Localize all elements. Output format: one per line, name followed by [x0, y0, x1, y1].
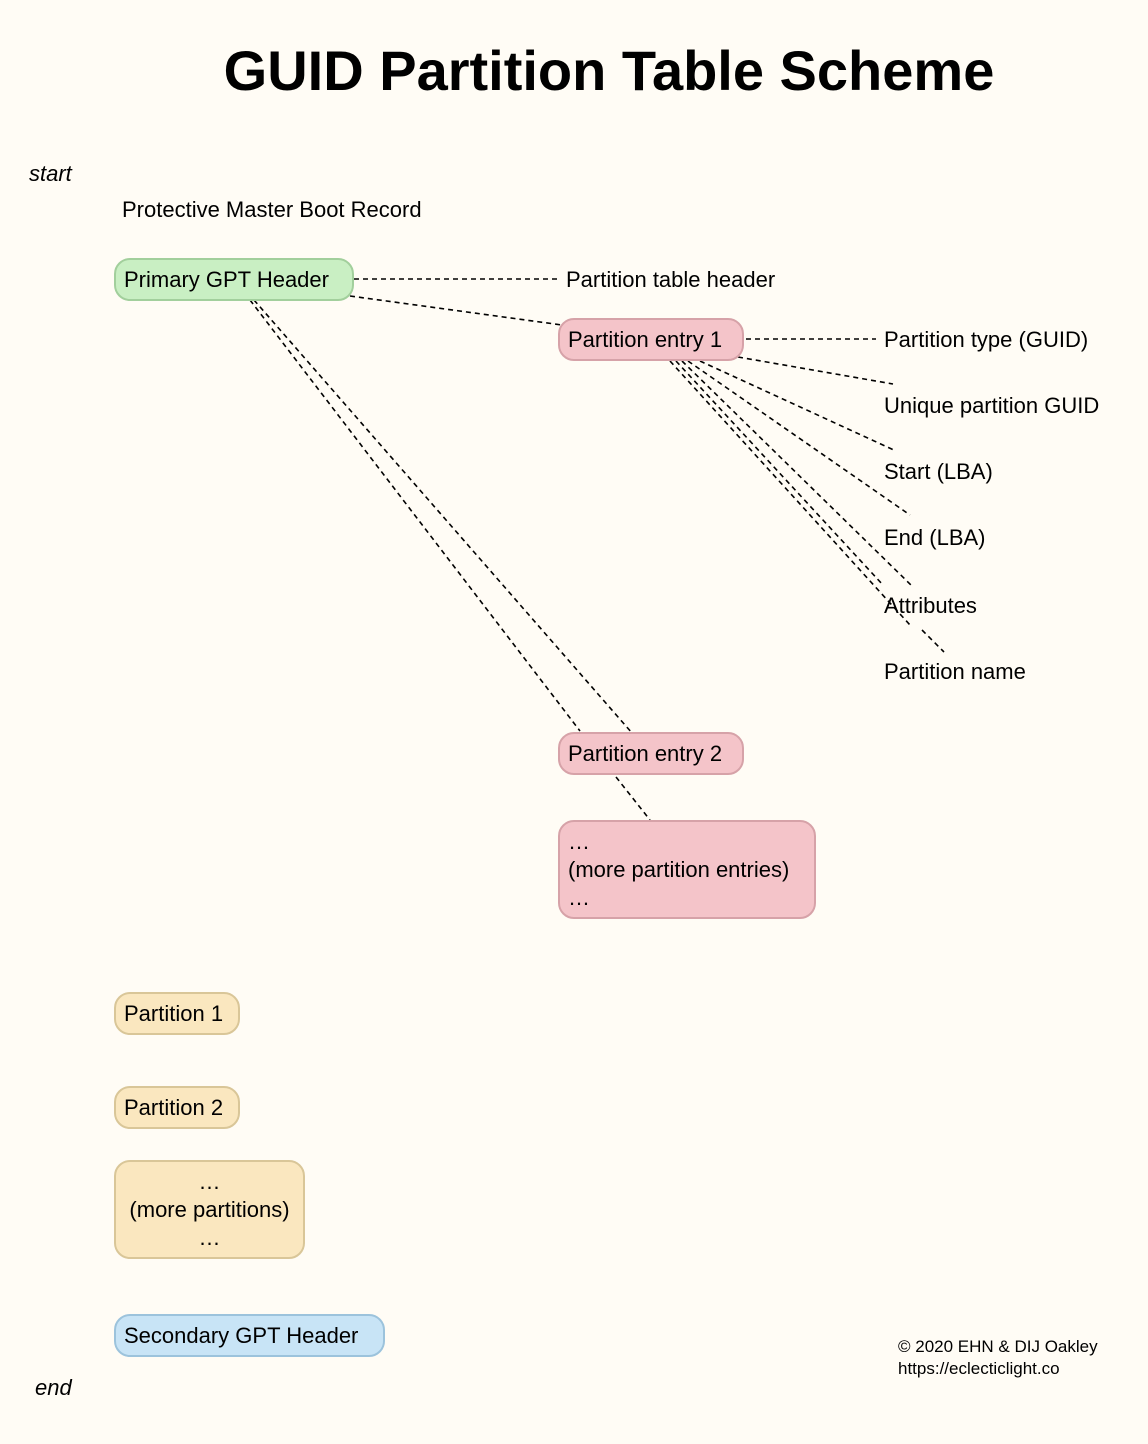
connector-entry1-to-unique-guid	[737, 356, 894, 385]
partition-2-label: Partition 2	[124, 1094, 224, 1120]
connector-entry1-to-attributes-a	[675, 360, 884, 586]
partition-table-header-label: Partition table header	[566, 267, 776, 292]
primary-gpt-header-box: Primary GPT Header	[114, 258, 354, 301]
field-partition-type: Partition type (GUID)	[884, 327, 1089, 352]
copyright-notice: © 2020 EHN & DIJ Oakley https://eclectic…	[898, 1336, 1098, 1380]
partition-entry-1-label: Partition entry 1	[568, 326, 723, 352]
protective-mbr-label: Protective Master Boot Record	[122, 197, 422, 222]
more-entries-ellipsis-bottom: …	[568, 884, 590, 910]
partition-entry-1-box: Partition entry 1	[558, 318, 744, 361]
partition-entry-2-box: Partition entry 2	[558, 732, 744, 775]
connector-entry1-to-attributes-b	[681, 360, 913, 587]
start-label: start	[29, 161, 72, 186]
connector-header-to-more-entries	[253, 299, 633, 734]
end-label: end	[35, 1375, 72, 1400]
more-partitions-text: (more partitions)	[129, 1196, 290, 1222]
connector-header-to-entry2	[249, 299, 581, 732]
more-partitions-ellipsis-top: …	[198, 1168, 221, 1194]
copyright-line: © 2020 EHN & DIJ Oakley	[898, 1337, 1098, 1356]
field-partition-name: Partition name	[884, 659, 1026, 684]
page-title: GUID Partition Table Scheme	[223, 39, 995, 102]
more-entries-text: (more partition entries)	[568, 856, 790, 882]
website-link[interactable]: https://eclecticlight.co	[898, 1359, 1060, 1378]
secondary-gpt-header-box: Secondary GPT Header	[114, 1314, 385, 1357]
more-partitions-ellipsis-bottom: …	[198, 1224, 221, 1250]
field-unique-guid: Unique partition GUID	[884, 393, 1100, 418]
partition-1-label: Partition 1	[124, 1000, 224, 1026]
connector-entry1-to-name	[669, 360, 911, 626]
secondary-gpt-header-label: Secondary GPT Header	[124, 1322, 359, 1348]
more-entries-ellipsis-top: …	[568, 828, 590, 854]
field-end-lba: End (LBA)	[884, 525, 986, 550]
partition-1-box: Partition 1	[114, 992, 240, 1035]
field-attributes: Attributes	[884, 593, 977, 618]
more-partition-entries-box: … (more partition entries) …	[558, 820, 816, 919]
connector-entry2-to-more-entries	[615, 776, 651, 821]
partition-2-box: Partition 2	[114, 1086, 240, 1129]
connector-entry1-to-end	[687, 360, 911, 516]
connector-entry1-to-start	[699, 360, 897, 452]
primary-gpt-header-label: Primary GPT Header	[124, 266, 329, 292]
connector-header-to-entry1	[349, 295, 563, 326]
field-start-lba: Start (LBA)	[884, 459, 993, 484]
more-partitions-box: … (more partitions) …	[114, 1160, 305, 1259]
partition-entry-2-label: Partition entry 2	[568, 740, 723, 766]
connector-name-tail	[921, 629, 945, 653]
